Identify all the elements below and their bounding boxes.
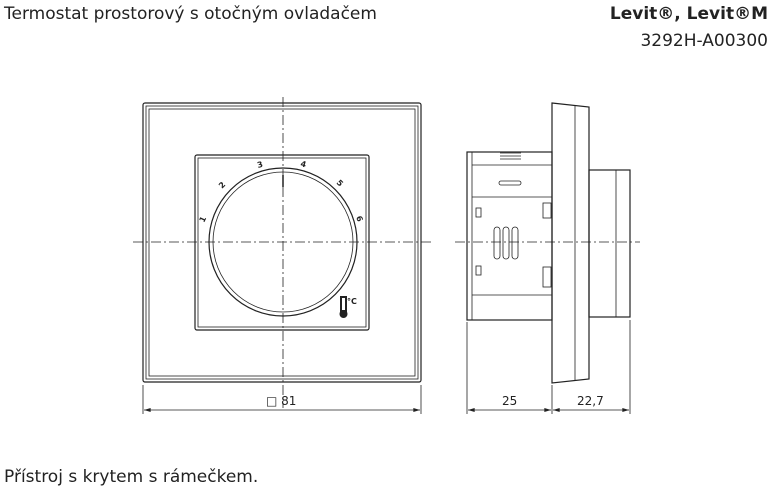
dial-number-5: 5 — [335, 178, 346, 189]
brand-name: Levit®, Levit®M — [609, 4, 768, 24]
frame-inner-edge-2 — [148, 108, 416, 377]
dial-number-2: 2 — [217, 180, 227, 190]
width-dimension: □ 81 — [266, 394, 296, 408]
front-view: 1 2 3 4 5 6 °C □ 81 — [133, 97, 432, 414]
product-code: 3292H-A00300 — [640, 31, 768, 51]
cover-plate-inner — [197, 157, 367, 328]
side-view: 25 22,7 — [455, 102, 640, 414]
outer-frame — [142, 102, 422, 383]
thermometer-icon: °C — [339, 296, 357, 318]
dial-number-3: 3 — [256, 160, 264, 170]
protrusion-dimension: 22,7 — [577, 394, 604, 408]
dial-number-4: 4 — [299, 159, 307, 169]
celsius-label: °C — [347, 297, 357, 306]
frame-inner-edge — [145, 105, 419, 380]
drawing-caption: Přístroj s krytem s rámečkem. — [4, 467, 259, 487]
cover-plate — [194, 154, 370, 331]
dial-number-6: 6 — [354, 215, 365, 224]
knob-profile — [588, 169, 631, 318]
document-title: Termostat prostorový s otočným ovladačem — [4, 4, 377, 24]
depth-dimension: 25 — [502, 394, 517, 408]
frame-profile — [551, 102, 590, 384]
dial-number-1: 1 — [198, 215, 209, 224]
